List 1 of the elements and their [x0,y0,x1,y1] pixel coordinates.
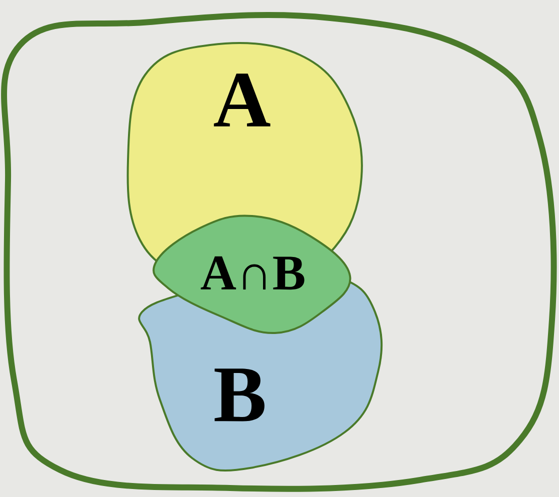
set-region: A∩B [152,214,352,334]
